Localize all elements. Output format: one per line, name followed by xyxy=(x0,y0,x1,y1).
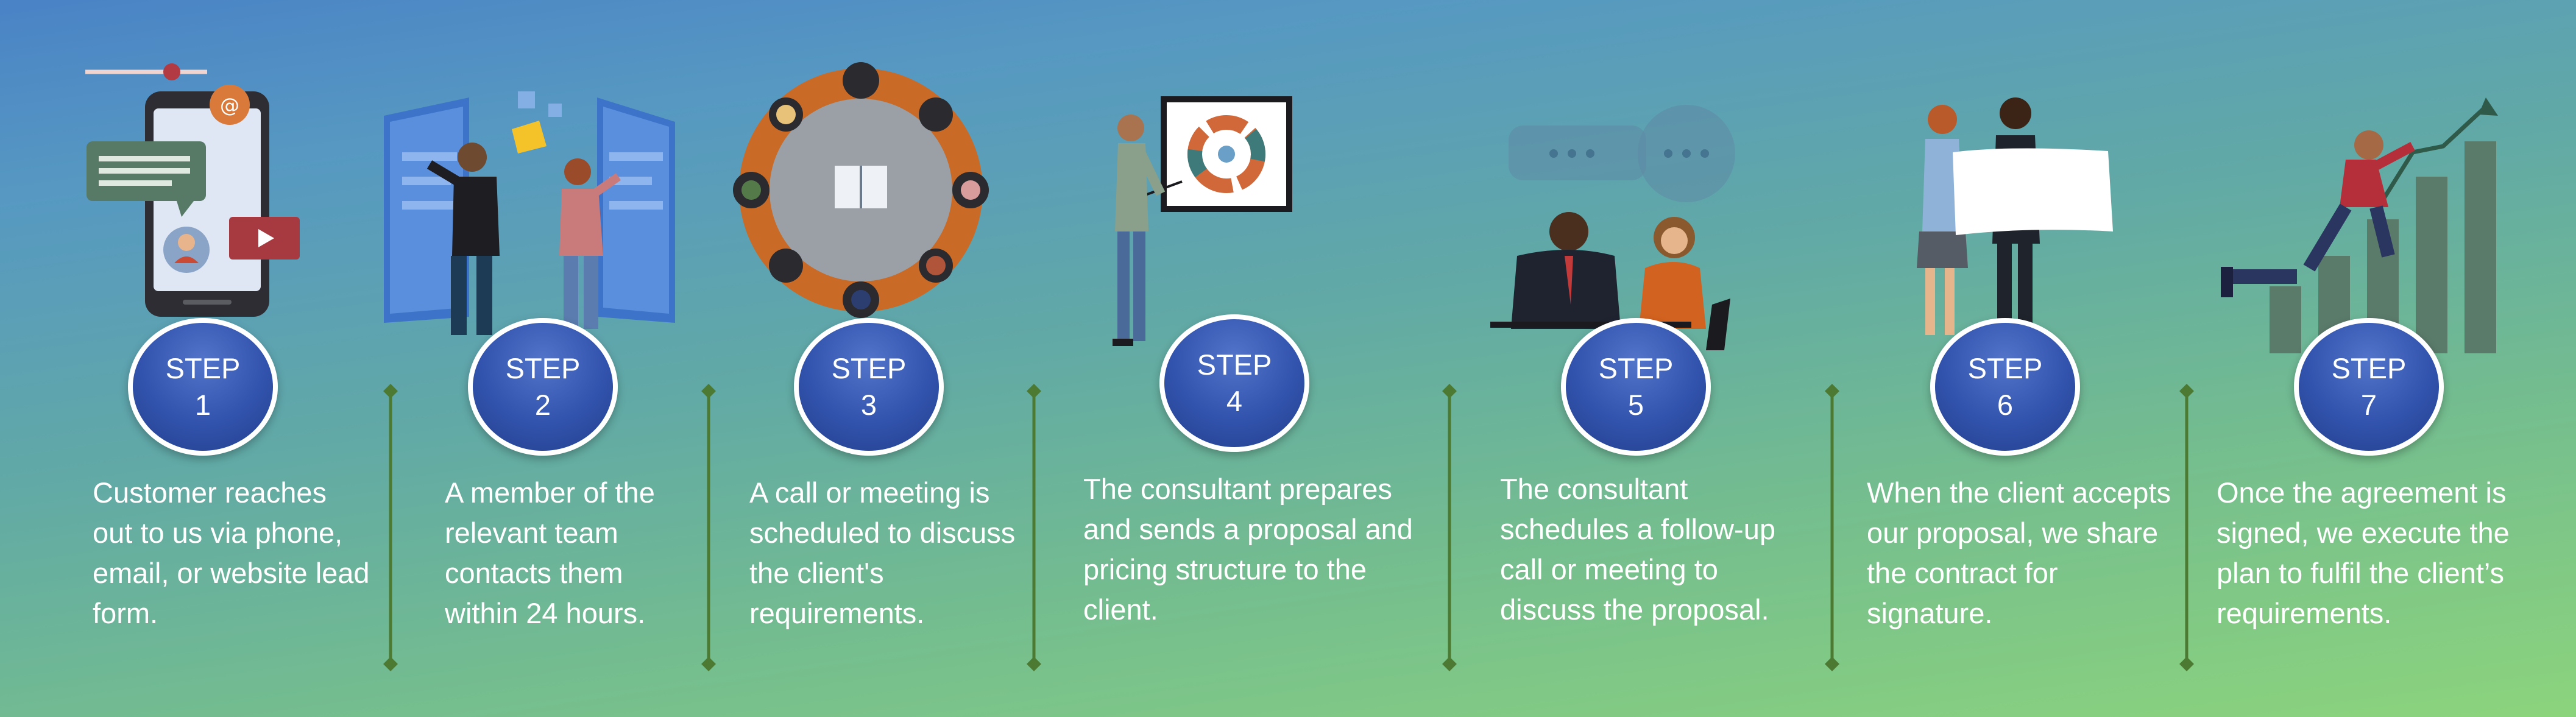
step-description-5: The consultant schedules a follow-up cal… xyxy=(1500,473,1775,626)
step-badge-7: STEP 7 xyxy=(2294,318,2444,456)
step-label: STEP xyxy=(505,352,581,384)
step-number: 3 xyxy=(860,389,877,421)
step-number: 4 xyxy=(1226,385,1243,417)
conversation-icon xyxy=(1490,105,1735,350)
step-label: STEP xyxy=(165,352,241,384)
step-badge-6: STEP 6 xyxy=(1930,318,2080,456)
step-description-2: A member of the relevant team contacts t… xyxy=(445,476,655,629)
step-badge-4: STEP 4 xyxy=(1159,314,1309,452)
step-number: 5 xyxy=(1627,389,1644,421)
step-divider xyxy=(1442,384,1457,671)
step-divider xyxy=(1027,384,1041,671)
step-description-3: A call or meeting is scheduled to discus… xyxy=(749,476,1016,629)
step-badge-3: STEP 3 xyxy=(794,318,944,456)
step-divider xyxy=(1825,384,1839,671)
step-description-6: When the client accepts our proposal, we… xyxy=(1867,476,2171,629)
step-label: STEP xyxy=(831,352,907,384)
step-divider xyxy=(383,384,398,671)
step-number: 2 xyxy=(534,389,551,421)
presentation-board-icon xyxy=(1113,96,1292,346)
step-number: 7 xyxy=(2360,389,2377,421)
step-badge-1: STEP 1 xyxy=(128,318,278,456)
step-label: STEP xyxy=(1967,352,2043,384)
meeting-table-icon xyxy=(733,62,989,318)
step-description-4: The consultant prepares and sends a prop… xyxy=(1083,473,1413,626)
step-badge-2: STEP 2 xyxy=(468,318,618,456)
step-label: STEP xyxy=(2331,352,2407,384)
step-description-1: Customer reaches out to us via phone, em… xyxy=(93,476,370,629)
step-label: STEP xyxy=(1598,352,1674,384)
step-label: STEP xyxy=(1197,348,1272,381)
illustrations: @ xyxy=(85,62,2498,353)
step-badge-5: STEP 5 xyxy=(1561,318,1711,456)
agreement-document-icon xyxy=(1917,97,2113,335)
step-number: 6 xyxy=(1997,389,2014,421)
svg-text:@: @ xyxy=(220,94,239,117)
step-divider xyxy=(2179,384,2194,671)
step-description-7: Once the agreement is signed, we execute… xyxy=(2217,476,2510,629)
digital-screens-team-icon xyxy=(384,91,675,335)
growth-climb-icon xyxy=(2221,97,2498,353)
step-divider xyxy=(701,384,716,671)
smartphone-contact-icon: @ xyxy=(85,63,300,317)
step-number: 1 xyxy=(194,389,211,421)
